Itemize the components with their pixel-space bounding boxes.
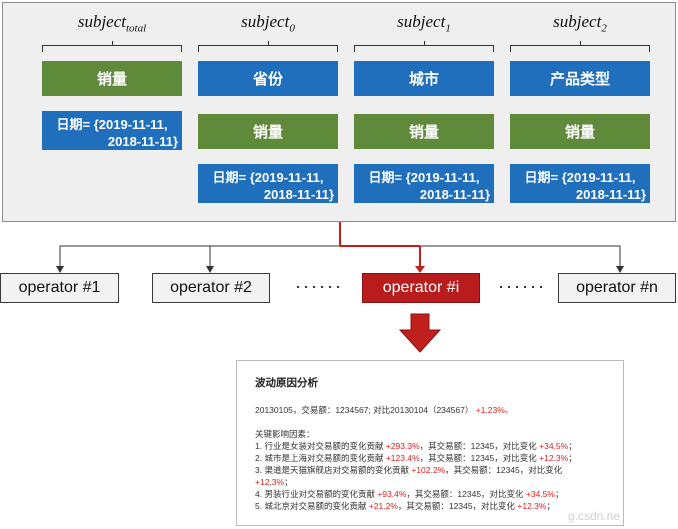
- factor-list: 1. 行业是女装对交易额的变化贡献 +293.3%，其交易额：12345，对比变…: [255, 440, 605, 512]
- field-box-2-0: 城市: [354, 61, 494, 96]
- active-arrowhead: [415, 266, 425, 273]
- watermark: g.csdn.ne: [567, 509, 620, 523]
- date-filter-0: 日期= {2019-11-11,2018-11-11}: [42, 111, 182, 150]
- factor-item: 1. 行业是女装对交易额的变化贡献 +293.3%，其交易额：12345，对比变…: [255, 441, 577, 451]
- operator-n[interactable]: operator #n: [558, 273, 676, 303]
- brace-2: [354, 41, 494, 52]
- operator-1[interactable]: operator #1: [0, 273, 119, 303]
- brace-0: [42, 41, 182, 52]
- operator-2[interactable]: operator #2: [152, 273, 270, 303]
- field-box-2-1: 销量: [354, 114, 494, 149]
- brace-3: [510, 41, 650, 52]
- field-box-3-0: 产品类型: [510, 61, 650, 96]
- down-arrow-icon: [398, 313, 442, 353]
- ellipsis-right: ······: [498, 276, 546, 296]
- ellipsis-left: ······: [295, 276, 343, 296]
- factor-item: 4. 男装行业对交易额的变化贡献 +93.4%，其交易额：12345，对比变化 …: [255, 489, 564, 499]
- factor-item: 2. 城市是上海对交易额的变化贡献 +123.4%，其交易额：12345，对比变…: [255, 453, 577, 463]
- brace-1: [198, 41, 338, 52]
- factors-heading: 关键影响因素：: [255, 429, 315, 439]
- factor-item: +12.3%；: [255, 477, 293, 487]
- factor-item: 3. 渠道是天猫旗舰店对交易额的变化贡献 +102.2%，其交易额：12345，…: [255, 465, 563, 475]
- field-box-3-1: 销量: [510, 114, 650, 149]
- subject-title-3: subject2: [553, 12, 607, 35]
- operator-i[interactable]: operator #i: [362, 273, 480, 303]
- date-filter-2: 日期= {2019-11-11,2018-11-11}: [354, 164, 494, 203]
- report-summary: 20130105，交易额：1234567; 对比20130104（234567）…: [255, 405, 514, 415]
- subject-title-1: subject0: [241, 12, 295, 35]
- subject-title-0: subjecttotal: [77, 12, 147, 35]
- field-box-1-0: 省份: [198, 61, 338, 96]
- date-filter-1: 日期= {2019-11-11,2018-11-11}: [198, 164, 338, 203]
- date-filter-3: 日期= {2019-11-11,2018-11-11}: [510, 164, 650, 203]
- subject-title-2: subject1: [397, 12, 451, 35]
- report-title: 波动原因分析: [255, 377, 318, 389]
- field-box-1-1: 销量: [198, 114, 338, 149]
- field-box-0-0: 销量: [42, 61, 182, 96]
- fluctuation-report: 波动原因分析 20130105，交易额：1234567; 对比20130104（…: [236, 360, 624, 526]
- factor-item: 5. 城北京对交易额的变化贡献 +21.2%，其交易额：12345，对比变化 +…: [255, 501, 555, 511]
